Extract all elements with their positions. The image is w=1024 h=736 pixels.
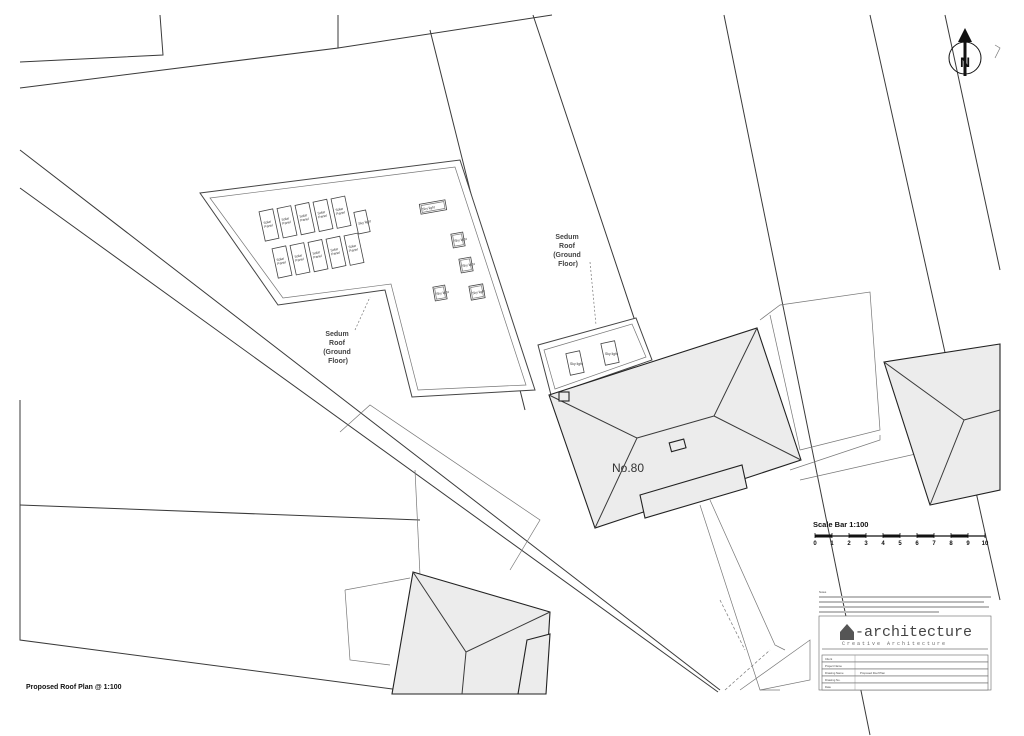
- scale-segment: [849, 534, 866, 538]
- skylight-label: Sky light: [570, 362, 583, 366]
- skylight: Sky light: [450, 231, 467, 249]
- scale-tick-label: 4: [881, 541, 885, 547]
- title-block-label: Drawing No.: [825, 678, 841, 682]
- skylight-label: Sky light: [605, 352, 618, 356]
- title-block-row: [821, 682, 989, 691]
- title-block-row: [821, 654, 989, 663]
- solar-panel-label: Solar: [263, 219, 272, 225]
- skylight-label: Sky light: [462, 262, 475, 268]
- notes-heading: Notes: [819, 590, 827, 594]
- skylight-label: Sky light: [358, 219, 371, 226]
- solar-panel-label: Panel: [331, 251, 341, 257]
- solar-panel-label: Solar: [294, 253, 303, 259]
- skylight-label: Sky light: [422, 205, 435, 211]
- skylight: Sky light: [458, 256, 475, 274]
- title-block: Notes -architecture Creative Architectur…: [818, 590, 992, 691]
- solar-panel-label: Panel: [264, 223, 274, 229]
- logo-house-icon: [840, 624, 854, 640]
- solar-panel: Sky light: [353, 209, 371, 235]
- solar-panel-label: Panel: [282, 220, 292, 226]
- title-block-row: [821, 675, 989, 684]
- solar-panel-label: Panel: [318, 214, 328, 220]
- scale-tick-label: 2: [847, 541, 851, 547]
- neighbour-house-right: [883, 343, 1001, 506]
- solar-panel-label: Solar: [317, 210, 326, 216]
- scale-tick-label: 6: [915, 541, 919, 547]
- solar-panel-label: Solar: [335, 207, 344, 213]
- solar-panel-label: Solar: [299, 213, 308, 219]
- scale-segment: [883, 534, 900, 538]
- company-name: -architecture: [855, 624, 972, 641]
- north-label: N: [960, 54, 970, 70]
- solar-panel-label: Panel: [336, 210, 346, 216]
- scale-segment: [815, 534, 832, 538]
- skylight: Sky light: [432, 284, 449, 302]
- sedum-roof-right: Sky light Sky light: [537, 261, 653, 396]
- scale-bar-title: Scale Bar 1:100: [813, 520, 868, 529]
- sedum-label-left: Sedum Roof (Ground Floor): [323, 331, 353, 365]
- skylight-label: Sky light: [454, 237, 467, 243]
- title-block-row: [821, 661, 989, 670]
- scale-tick-label: 3: [864, 541, 868, 547]
- skylight: Sky light: [468, 283, 486, 301]
- scale-tick-label: 0: [813, 541, 817, 547]
- scale-segment: [951, 534, 968, 538]
- solar-panel-label: Solar: [276, 256, 285, 262]
- solar-panel-label: Solar: [348, 244, 357, 250]
- title-block-label: Drawing Name: [825, 671, 844, 675]
- neighbour-house-bottom: [391, 571, 551, 695]
- skylight: Sky light: [418, 199, 448, 215]
- house-label: No.80: [612, 461, 644, 475]
- scale-tick-label: 8: [949, 541, 953, 547]
- scale-bar: Scale Bar 1:100 0 1 2 3 4 5 6 7 8 9 10: [813, 520, 989, 547]
- solar-panel-label: Solar: [330, 247, 339, 253]
- solar-panel-label: Panel: [277, 260, 287, 266]
- scale-tick-label: 7: [932, 541, 936, 547]
- title-block-value: Proposed Roof Plan: [860, 671, 885, 675]
- scale-tick-label: 10: [982, 541, 989, 547]
- scale-tick-label: 5: [898, 541, 902, 547]
- title-block-label: Client: [825, 657, 832, 661]
- scale-tick-label: 1: [830, 541, 834, 547]
- title-block-label: Project Name: [825, 664, 842, 668]
- solar-panel-label: Panel: [295, 257, 305, 263]
- scale-tick-label: 9: [966, 541, 970, 547]
- plan-title: Proposed Roof Plan @ 1:100: [26, 684, 122, 691]
- company-tagline: Creative Architecture: [842, 641, 947, 647]
- solar-panels: SolarPanelSolarPanelSolarPanelSolarPanel…: [258, 195, 371, 279]
- solar-panel-label: Panel: [300, 217, 310, 223]
- solar-panel-label: Panel: [349, 247, 359, 253]
- skylight-label: Sky light: [472, 289, 485, 295]
- north-arrow: N: [948, 28, 1001, 76]
- title-block-label: Date: [825, 685, 831, 689]
- house-no-80: No.80: [548, 327, 802, 529]
- skylight-label: Sky light: [436, 290, 449, 296]
- title-block-row: [821, 668, 989, 677]
- solar-panel-label: Panel: [313, 254, 323, 260]
- sedum-roof-left: [199, 159, 536, 398]
- sedum-label-right: Sedum Roof (Ground Floor): [553, 234, 583, 268]
- solar-panel-label: Solar: [312, 250, 321, 256]
- scale-segment: [917, 534, 934, 538]
- solar-panel-label: Solar: [281, 216, 290, 222]
